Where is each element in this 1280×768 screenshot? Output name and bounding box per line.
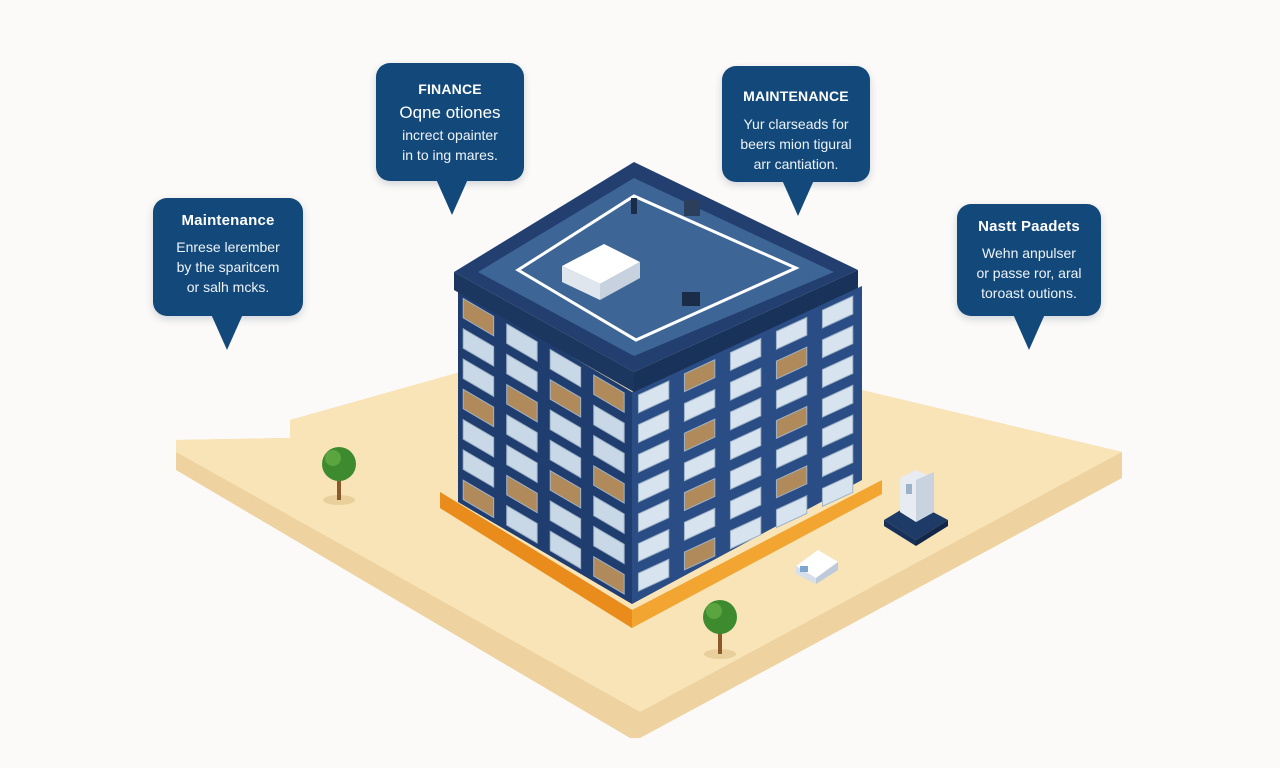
window bbox=[506, 444, 538, 484]
callout-pointer bbox=[782, 180, 814, 216]
window bbox=[821, 354, 854, 389]
window bbox=[593, 495, 625, 535]
window bbox=[593, 374, 625, 414]
window bbox=[683, 537, 716, 571]
window bbox=[506, 504, 538, 544]
window bbox=[729, 397, 762, 431]
window bbox=[729, 367, 762, 401]
window bbox=[775, 405, 808, 440]
window bbox=[775, 376, 808, 410]
callout-text: toroast outions. bbox=[981, 285, 1077, 301]
window bbox=[593, 525, 625, 565]
callout-title: FINANCE bbox=[418, 81, 482, 97]
window bbox=[549, 500, 582, 540]
rooftop-unit-icon bbox=[562, 244, 640, 300]
callout-text: Yur clarseads for bbox=[743, 116, 849, 132]
callout-text: by the sparitcem bbox=[176, 259, 280, 275]
tree-icon bbox=[322, 447, 356, 505]
window bbox=[729, 516, 762, 550]
window bbox=[637, 528, 670, 563]
window bbox=[637, 409, 670, 444]
window bbox=[821, 443, 854, 478]
window bbox=[549, 378, 582, 418]
monument-icon bbox=[884, 470, 948, 546]
window bbox=[821, 295, 854, 329]
callout-text: or salh mcks. bbox=[186, 279, 270, 295]
window bbox=[462, 418, 495, 458]
window bbox=[729, 456, 762, 491]
building-left-face bbox=[458, 290, 632, 604]
callout-title: Maintenance bbox=[181, 212, 275, 229]
window bbox=[506, 413, 538, 453]
callout-maintenance-left: Maintenance Enrese lerember by the spari… bbox=[153, 198, 303, 350]
callout-pointer bbox=[211, 314, 243, 350]
window bbox=[729, 486, 762, 520]
window bbox=[683, 359, 716, 393]
window bbox=[775, 435, 808, 469]
window bbox=[775, 465, 808, 499]
window bbox=[549, 469, 582, 509]
callout-maintenance-right: MAINTENANCE Yur clarseads for beers mion… bbox=[722, 66, 870, 216]
window bbox=[549, 439, 582, 479]
window bbox=[462, 358, 495, 398]
callout-text: or passe ror, aral bbox=[976, 265, 1082, 281]
window bbox=[637, 380, 670, 414]
window bbox=[462, 449, 495, 489]
building-base bbox=[440, 480, 882, 628]
window bbox=[593, 404, 625, 444]
window bbox=[593, 464, 625, 504]
window bbox=[729, 426, 762, 461]
building-roof bbox=[454, 162, 858, 392]
callout-text: arr cantiation. bbox=[753, 156, 839, 172]
callout-pointer bbox=[1013, 314, 1045, 350]
window bbox=[593, 434, 625, 474]
window bbox=[683, 418, 716, 452]
callout-text: beers mion tigural bbox=[740, 136, 852, 152]
callout-title: MAINTENANCE bbox=[743, 88, 849, 104]
utility-box-icon bbox=[796, 550, 838, 584]
window bbox=[506, 323, 538, 363]
window bbox=[775, 346, 808, 380]
window bbox=[821, 384, 854, 418]
callout-title: Nastt Paadets bbox=[978, 218, 1080, 235]
window bbox=[637, 469, 670, 503]
window bbox=[593, 555, 625, 595]
window bbox=[775, 494, 808, 529]
callout-text: Enrese lerember bbox=[176, 239, 280, 255]
window bbox=[462, 327, 495, 367]
window bbox=[729, 337, 762, 372]
window bbox=[821, 414, 854, 448]
window bbox=[637, 558, 670, 592]
window bbox=[637, 439, 670, 474]
callout-finance: FINANCE Oqne otiones increct opainter in… bbox=[376, 63, 524, 215]
window bbox=[683, 388, 716, 423]
window bbox=[549, 409, 582, 449]
window bbox=[506, 383, 538, 423]
window bbox=[683, 507, 716, 541]
callout-text: increct opainter bbox=[402, 127, 498, 143]
window bbox=[821, 325, 854, 359]
tree-icon bbox=[703, 600, 737, 659]
callout-text: in to ing mares. bbox=[402, 147, 498, 163]
window bbox=[462, 479, 495, 519]
callout-text: Wehn anpulser bbox=[982, 245, 1076, 261]
callout-pointer bbox=[436, 179, 468, 215]
window bbox=[462, 297, 495, 337]
window bbox=[683, 477, 716, 512]
window bbox=[775, 316, 808, 350]
window bbox=[506, 474, 538, 514]
window bbox=[821, 473, 854, 508]
window bbox=[637, 499, 670, 533]
callout-text: Oqne otiones bbox=[399, 103, 501, 122]
window bbox=[549, 530, 582, 570]
window bbox=[506, 353, 538, 393]
callout-nastt-paadets: Nastt Paadets Wehn anpulser or passe ror… bbox=[957, 204, 1101, 350]
window bbox=[549, 348, 582, 388]
window bbox=[683, 448, 716, 482]
window bbox=[462, 388, 495, 428]
